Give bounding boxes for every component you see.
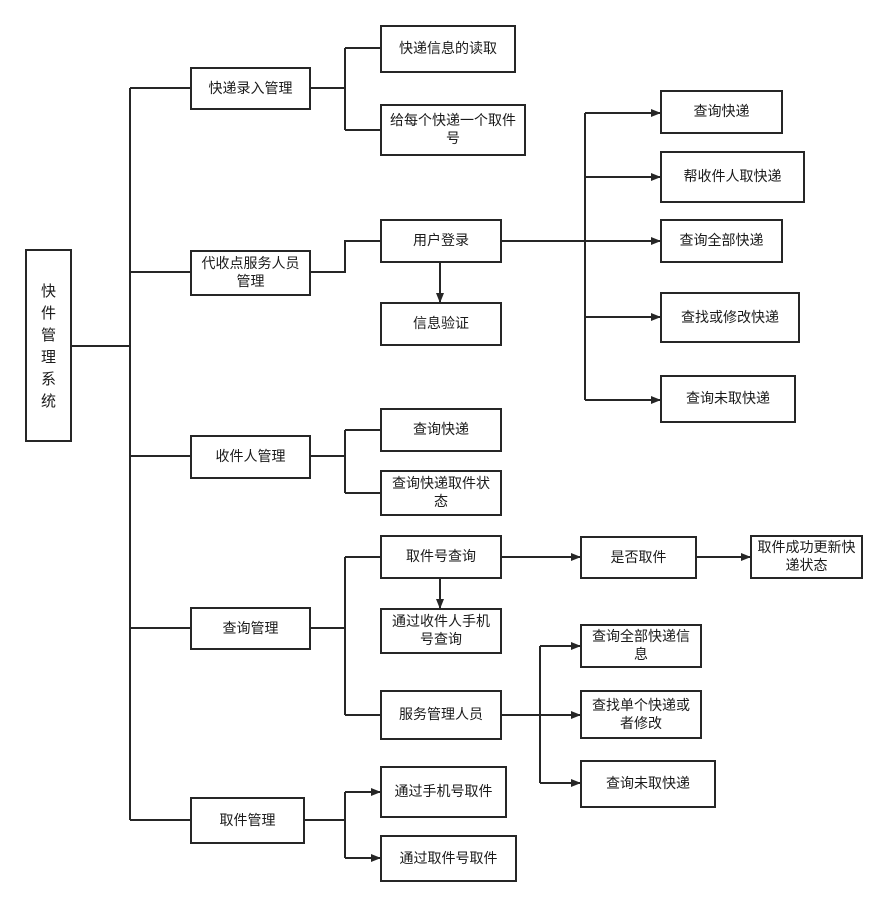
root-char: 统 (40, 391, 56, 410)
node-pickup-number-query: 取件号查询 (380, 535, 502, 579)
node-login-query-all: 查询全部快递 (660, 219, 783, 263)
node-staff-management: 代收点服务人员管理 (190, 250, 311, 296)
root-node: 快件管理系统 (25, 249, 72, 442)
root-char: 快 (40, 281, 56, 300)
edge-staff-to-login (311, 240, 380, 273)
node-pickup-by-phone: 通过手机号取件 (380, 766, 507, 818)
node-phone-query: 通过收件人手机号查询 (380, 608, 502, 654)
root-char: 系 (40, 369, 56, 388)
node-staff-query-all: 查询全部快递信息 (580, 624, 702, 668)
root-char: 理 (40, 347, 56, 366)
node-staff-find-single: 查找单个快递或者修改 (580, 690, 702, 739)
node-login-help-pickup: 帮收件人取快递 (660, 151, 805, 203)
root-char: 管 (40, 325, 56, 344)
node-recipient-management: 收件人管理 (190, 435, 311, 479)
node-staff-query-unpicked: 查询未取快递 (580, 760, 716, 808)
node-picked-check: 是否取件 (580, 536, 697, 579)
node-recipient-query-express: 查询快递 (380, 408, 502, 452)
node-login-query-express: 查询快递 (660, 90, 783, 134)
node-read-express-info: 快递信息的读取 (380, 25, 516, 73)
node-user-login: 用户登录 (380, 219, 502, 263)
node-info-verify: 信息验证 (380, 302, 502, 346)
node-pickup-by-number: 通过取件号取件 (380, 835, 517, 882)
node-login-query-unpicked: 查询未取快递 (660, 375, 796, 423)
node-recipient-pickup-status: 查询快递取件状态 (380, 470, 502, 516)
node-login-find-modify: 查找或修改快递 (660, 292, 800, 343)
node-assign-pickup-number: 给每个快递一个取件号 (380, 104, 526, 156)
node-pickup-management: 取件管理 (190, 797, 305, 844)
node-entry-management: 快递录入管理 (190, 67, 311, 110)
root-char: 件 (40, 303, 56, 322)
node-service-staff: 服务管理人员 (380, 690, 502, 740)
node-query-management: 查询管理 (190, 607, 311, 650)
node-update-status: 取件成功更新快递状态 (750, 535, 863, 579)
